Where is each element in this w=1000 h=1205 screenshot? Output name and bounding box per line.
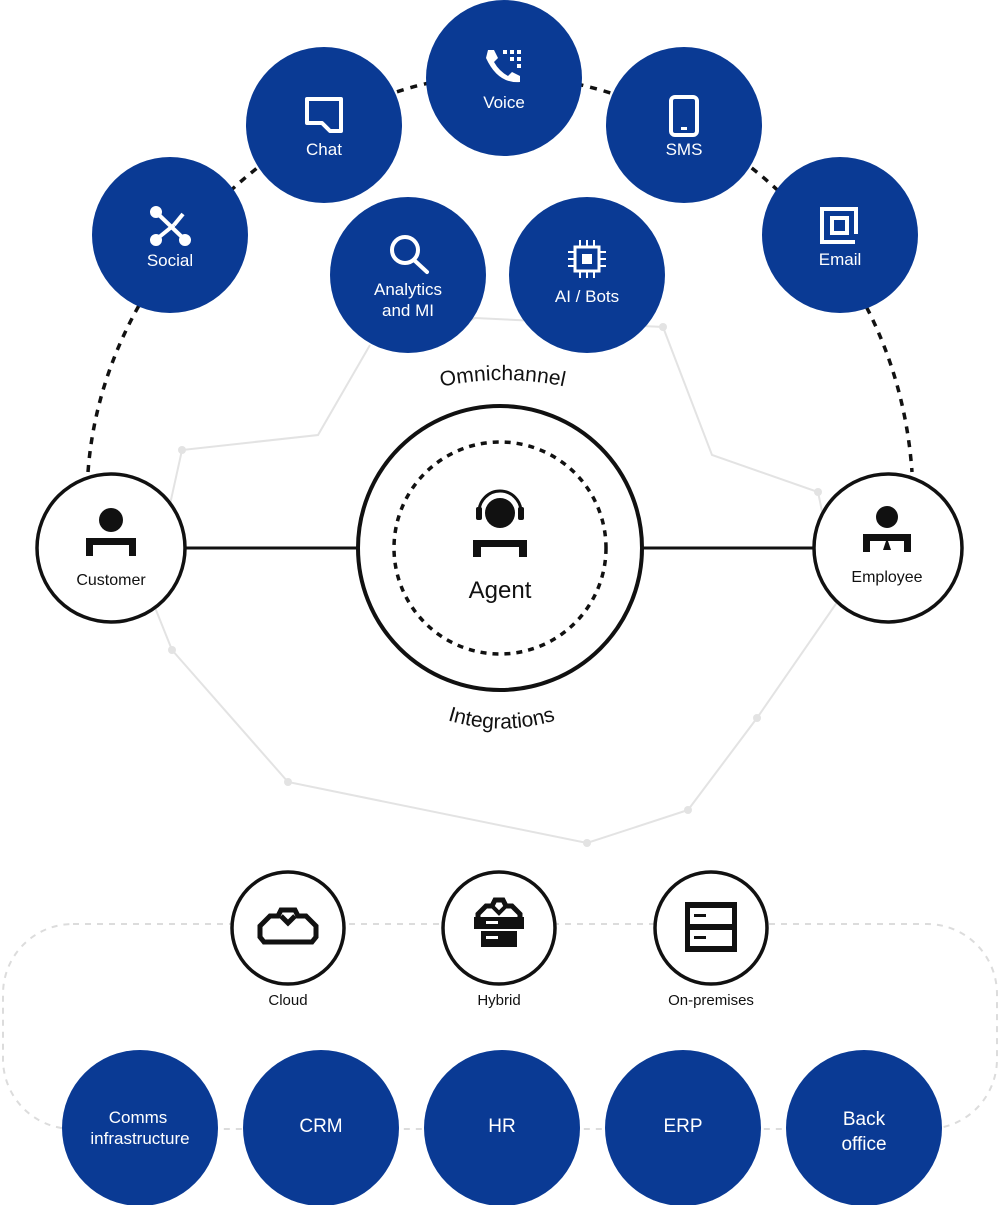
channel-analytics-label-line1: Analytics bbox=[374, 280, 442, 299]
cloud-icon bbox=[257, 907, 319, 945]
channel-voice-label: Voice bbox=[483, 93, 525, 112]
system-hr: HR bbox=[424, 1050, 580, 1205]
deployment-onprem-label: On-premises bbox=[668, 992, 754, 1009]
channel-sms-label: SMS bbox=[666, 140, 703, 159]
magnifier-icon bbox=[390, 235, 429, 274]
headset-agent-icon bbox=[473, 489, 527, 557]
channel-analytics: Analytics and MI bbox=[330, 197, 486, 353]
system-crm-label: CRM bbox=[299, 1116, 342, 1137]
channel-ai-label: AI / Bots bbox=[555, 287, 619, 306]
channel-email-label: Email bbox=[819, 250, 862, 269]
employee-label: Employee bbox=[851, 569, 922, 586]
system-comms-label-line2: infrastructure bbox=[90, 1129, 189, 1148]
channel-social-label: Social bbox=[147, 251, 193, 270]
agent-node: Agent bbox=[356, 404, 644, 692]
deployment-onprem: On-premises bbox=[653, 870, 769, 1009]
mobile-phone-icon bbox=[669, 95, 699, 137]
channel-chat: Chat bbox=[246, 47, 402, 203]
chat-bubble-icon bbox=[305, 97, 343, 133]
system-backoffice-label-line2: office bbox=[841, 1134, 886, 1155]
deployment-hybrid-label: Hybrid bbox=[477, 992, 520, 1009]
omnichannel-label: Omnichannel bbox=[438, 362, 568, 392]
system-crm: CRM bbox=[243, 1050, 399, 1205]
integrations-label: Integrations bbox=[446, 703, 557, 734]
share-icon bbox=[150, 206, 191, 246]
deployment-hybrid: Hybrid bbox=[441, 870, 557, 1009]
chip-icon bbox=[568, 240, 606, 278]
server-rack-icon bbox=[685, 902, 737, 952]
deployment-cloud: Cloud bbox=[230, 870, 346, 1009]
customer-label: Customer bbox=[76, 572, 146, 589]
channel-analytics-label-line2: and MI bbox=[382, 301, 434, 320]
hybrid-server-icon bbox=[474, 897, 524, 947]
system-erp-label: ERP bbox=[663, 1116, 702, 1137]
deployment-cloud-label: Cloud bbox=[268, 992, 307, 1009]
system-comms-label-line1: Comms bbox=[109, 1108, 168, 1127]
channel-ai: AI / Bots bbox=[509, 197, 665, 353]
system-erp: ERP bbox=[605, 1050, 761, 1205]
channel-chat-label: Chat bbox=[306, 140, 342, 159]
system-hr-label: HR bbox=[488, 1116, 515, 1137]
system-backoffice-label-line1: Back bbox=[843, 1109, 886, 1130]
channel-social: Social bbox=[92, 157, 248, 313]
phone-keypad-icon bbox=[486, 50, 521, 83]
person-tie-icon bbox=[863, 506, 911, 552]
person-icon bbox=[86, 508, 136, 556]
agent-label: Agent bbox=[469, 577, 532, 604]
at-sign-icon bbox=[820, 207, 858, 244]
customer-node: Customer bbox=[35, 472, 187, 624]
system-backoffice: Back office bbox=[786, 1050, 942, 1205]
channel-voice: Voice bbox=[426, 0, 582, 156]
employee-node: Employee bbox=[812, 472, 964, 624]
channel-email: Email bbox=[762, 157, 918, 313]
system-comms: Comms infrastructure bbox=[62, 1050, 218, 1205]
channel-sms: SMS bbox=[606, 47, 762, 203]
